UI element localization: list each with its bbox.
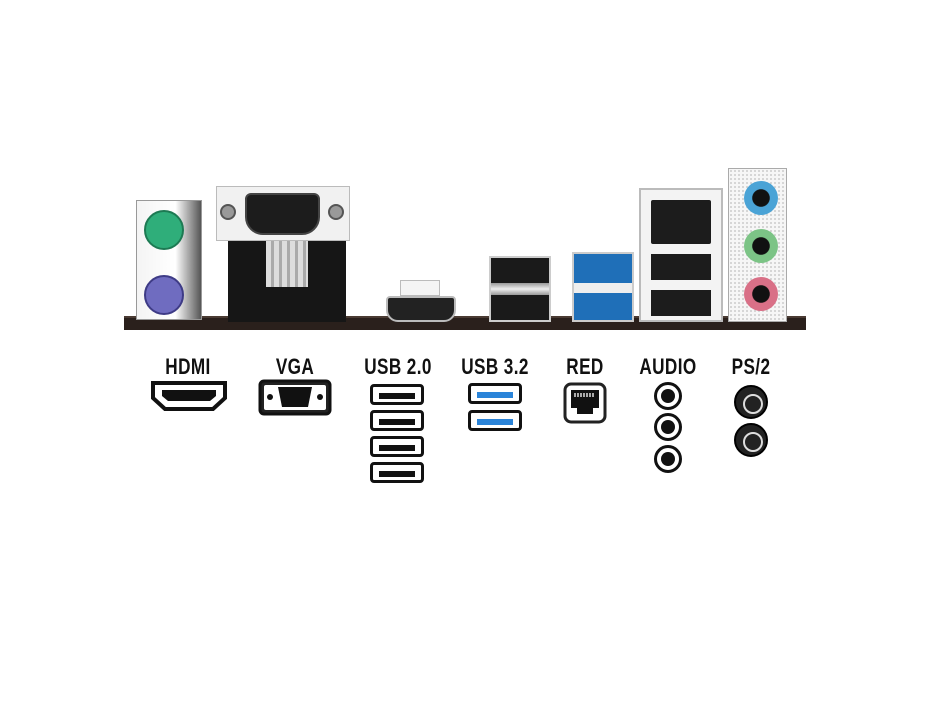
hdmi-icon [151, 381, 227, 411]
legend-label-lan: RED [566, 354, 604, 379]
ps2-mouse-port [144, 275, 184, 315]
audio-jack-icon [654, 382, 682, 410]
audio-line-in-jack [744, 181, 778, 215]
legend-label-usb2: USB 2.0 [364, 354, 432, 379]
ps2-icon [734, 423, 768, 457]
usb2-port-stack [489, 256, 551, 322]
ps2-port-housing [136, 200, 202, 320]
usb3-port-stack [572, 252, 634, 322]
audio-line-out-jack [744, 229, 778, 263]
usb2-icon [370, 436, 424, 457]
usb2-icon [370, 384, 424, 405]
ps2-keyboard-port [144, 210, 184, 250]
lan-port [651, 200, 711, 244]
vga-port [216, 186, 350, 322]
ps2-icon [734, 385, 768, 419]
vga-icon [258, 379, 332, 416]
usb3-icon [468, 410, 522, 431]
vga-screw-icon [328, 204, 344, 220]
usb-port [651, 254, 711, 280]
usb2-icon [370, 410, 424, 431]
legend-label-vga: VGA [275, 354, 315, 379]
audio-mic-jack [744, 277, 778, 311]
usb3-icon [468, 383, 522, 404]
legend-label-ps2: PS/2 [731, 354, 771, 379]
audio-jack-panel [728, 168, 787, 322]
audio-jack-icon [654, 413, 682, 441]
ethernet-icon [563, 382, 607, 424]
vga-screw-icon [220, 204, 236, 220]
legend-label-hdmi: HDMI [165, 354, 211, 379]
usb2-icon [370, 462, 424, 483]
usb-port [651, 290, 711, 316]
legend-label-audio: AUDIO [639, 354, 697, 379]
vga-connector [245, 193, 320, 235]
hdmi-port [386, 280, 456, 322]
legend-label-usb3: USB 3.2 [461, 354, 529, 379]
audio-jack-icon [654, 445, 682, 473]
lan-usb-port-stack [639, 188, 723, 322]
